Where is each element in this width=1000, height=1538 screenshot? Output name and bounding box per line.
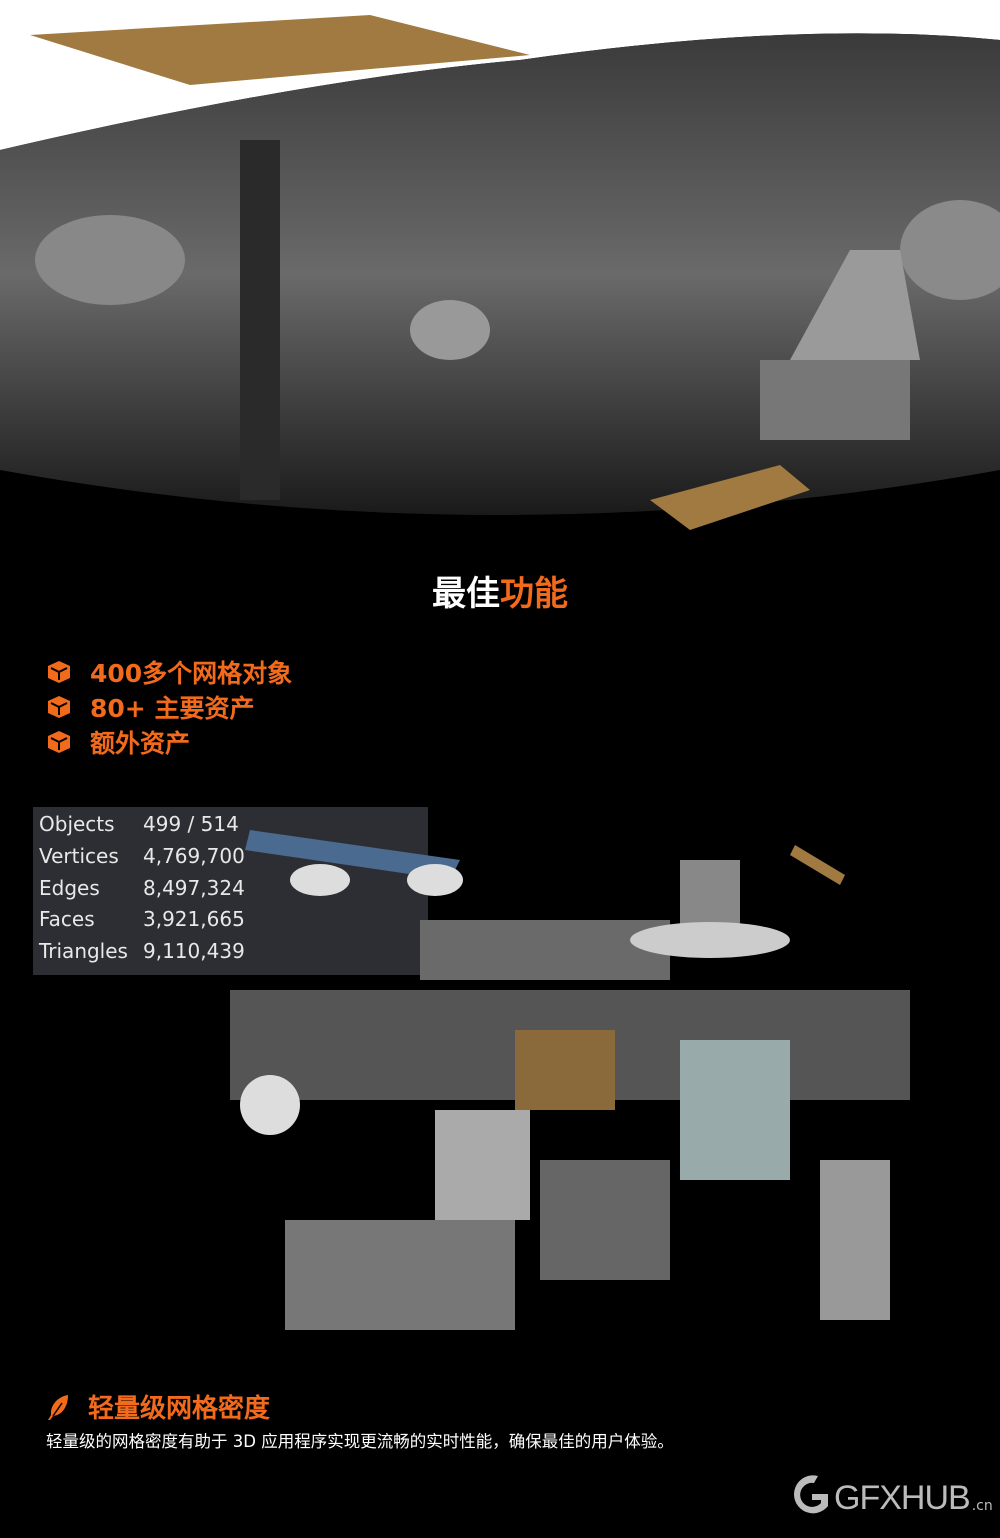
feature-item: 额外资产 [46,724,292,759]
feather-icon [48,1394,68,1420]
space-station-render [230,830,910,1330]
stat-value: 8,497,324 [143,876,245,900]
stats-panel: Objects 499 / 514 Vertices 4,769,700 Edges… [33,807,428,975]
hero-image [0,0,1000,540]
feature-item: 80+ 主要资产 [46,689,292,724]
cube-icon [48,660,70,683]
stat-row: Vertices 4,769,700 [39,844,245,868]
lightweight-heading: 轻量级网格密度 [46,1388,270,1425]
cube-icon [48,695,70,718]
gfxhub-logo-icon [794,1475,828,1514]
stat-label: Faces [39,907,95,931]
stat-row: Triangles 9,110,439 [39,939,245,963]
stat-row: Faces 3,921,665 [39,907,245,931]
feature-label: 400多个网格对象 [90,658,293,688]
stat-label: Edges [39,876,100,900]
feature-item: 400多个网格对象 [46,654,292,689]
watermark-logo: GFXHUB .cn [788,1472,993,1518]
stat-label: Vertices [39,844,119,868]
lightweight-description: 轻量级的网格密度有助于 3D 应用程序实现更流畅的实时性能，确保最佳的用户体验。 [46,1432,674,1451]
watermark-text: GFXHUB [834,1479,971,1517]
stat-label: Triangles [39,939,128,963]
moon-base-render [0,15,1000,540]
title-accent: 功能 [500,574,568,614]
stat-value: 3,921,665 [143,907,245,931]
cube-icon [48,730,70,753]
stat-value: 499 / 514 [143,812,239,836]
title-white: 最佳 [432,574,500,614]
stat-value: 4,769,700 [143,844,245,868]
feature-label: 额外资产 [90,728,191,758]
feature-list: 400多个网格对象 80+ 主要资产 额外资产 [46,654,292,759]
watermark-suffix: .cn [971,1498,993,1514]
stat-row: Objects 499 / 514 [39,812,239,836]
section-title: 最佳功能 [0,566,1000,615]
stat-label: Objects [39,812,115,836]
stat-value: 9,110,439 [143,939,245,963]
feature-label: 80+ 主要资产 [90,693,255,723]
stat-row: Edges 8,497,324 [39,876,245,900]
lightweight-title: 轻量级网格密度 [88,1394,271,1424]
